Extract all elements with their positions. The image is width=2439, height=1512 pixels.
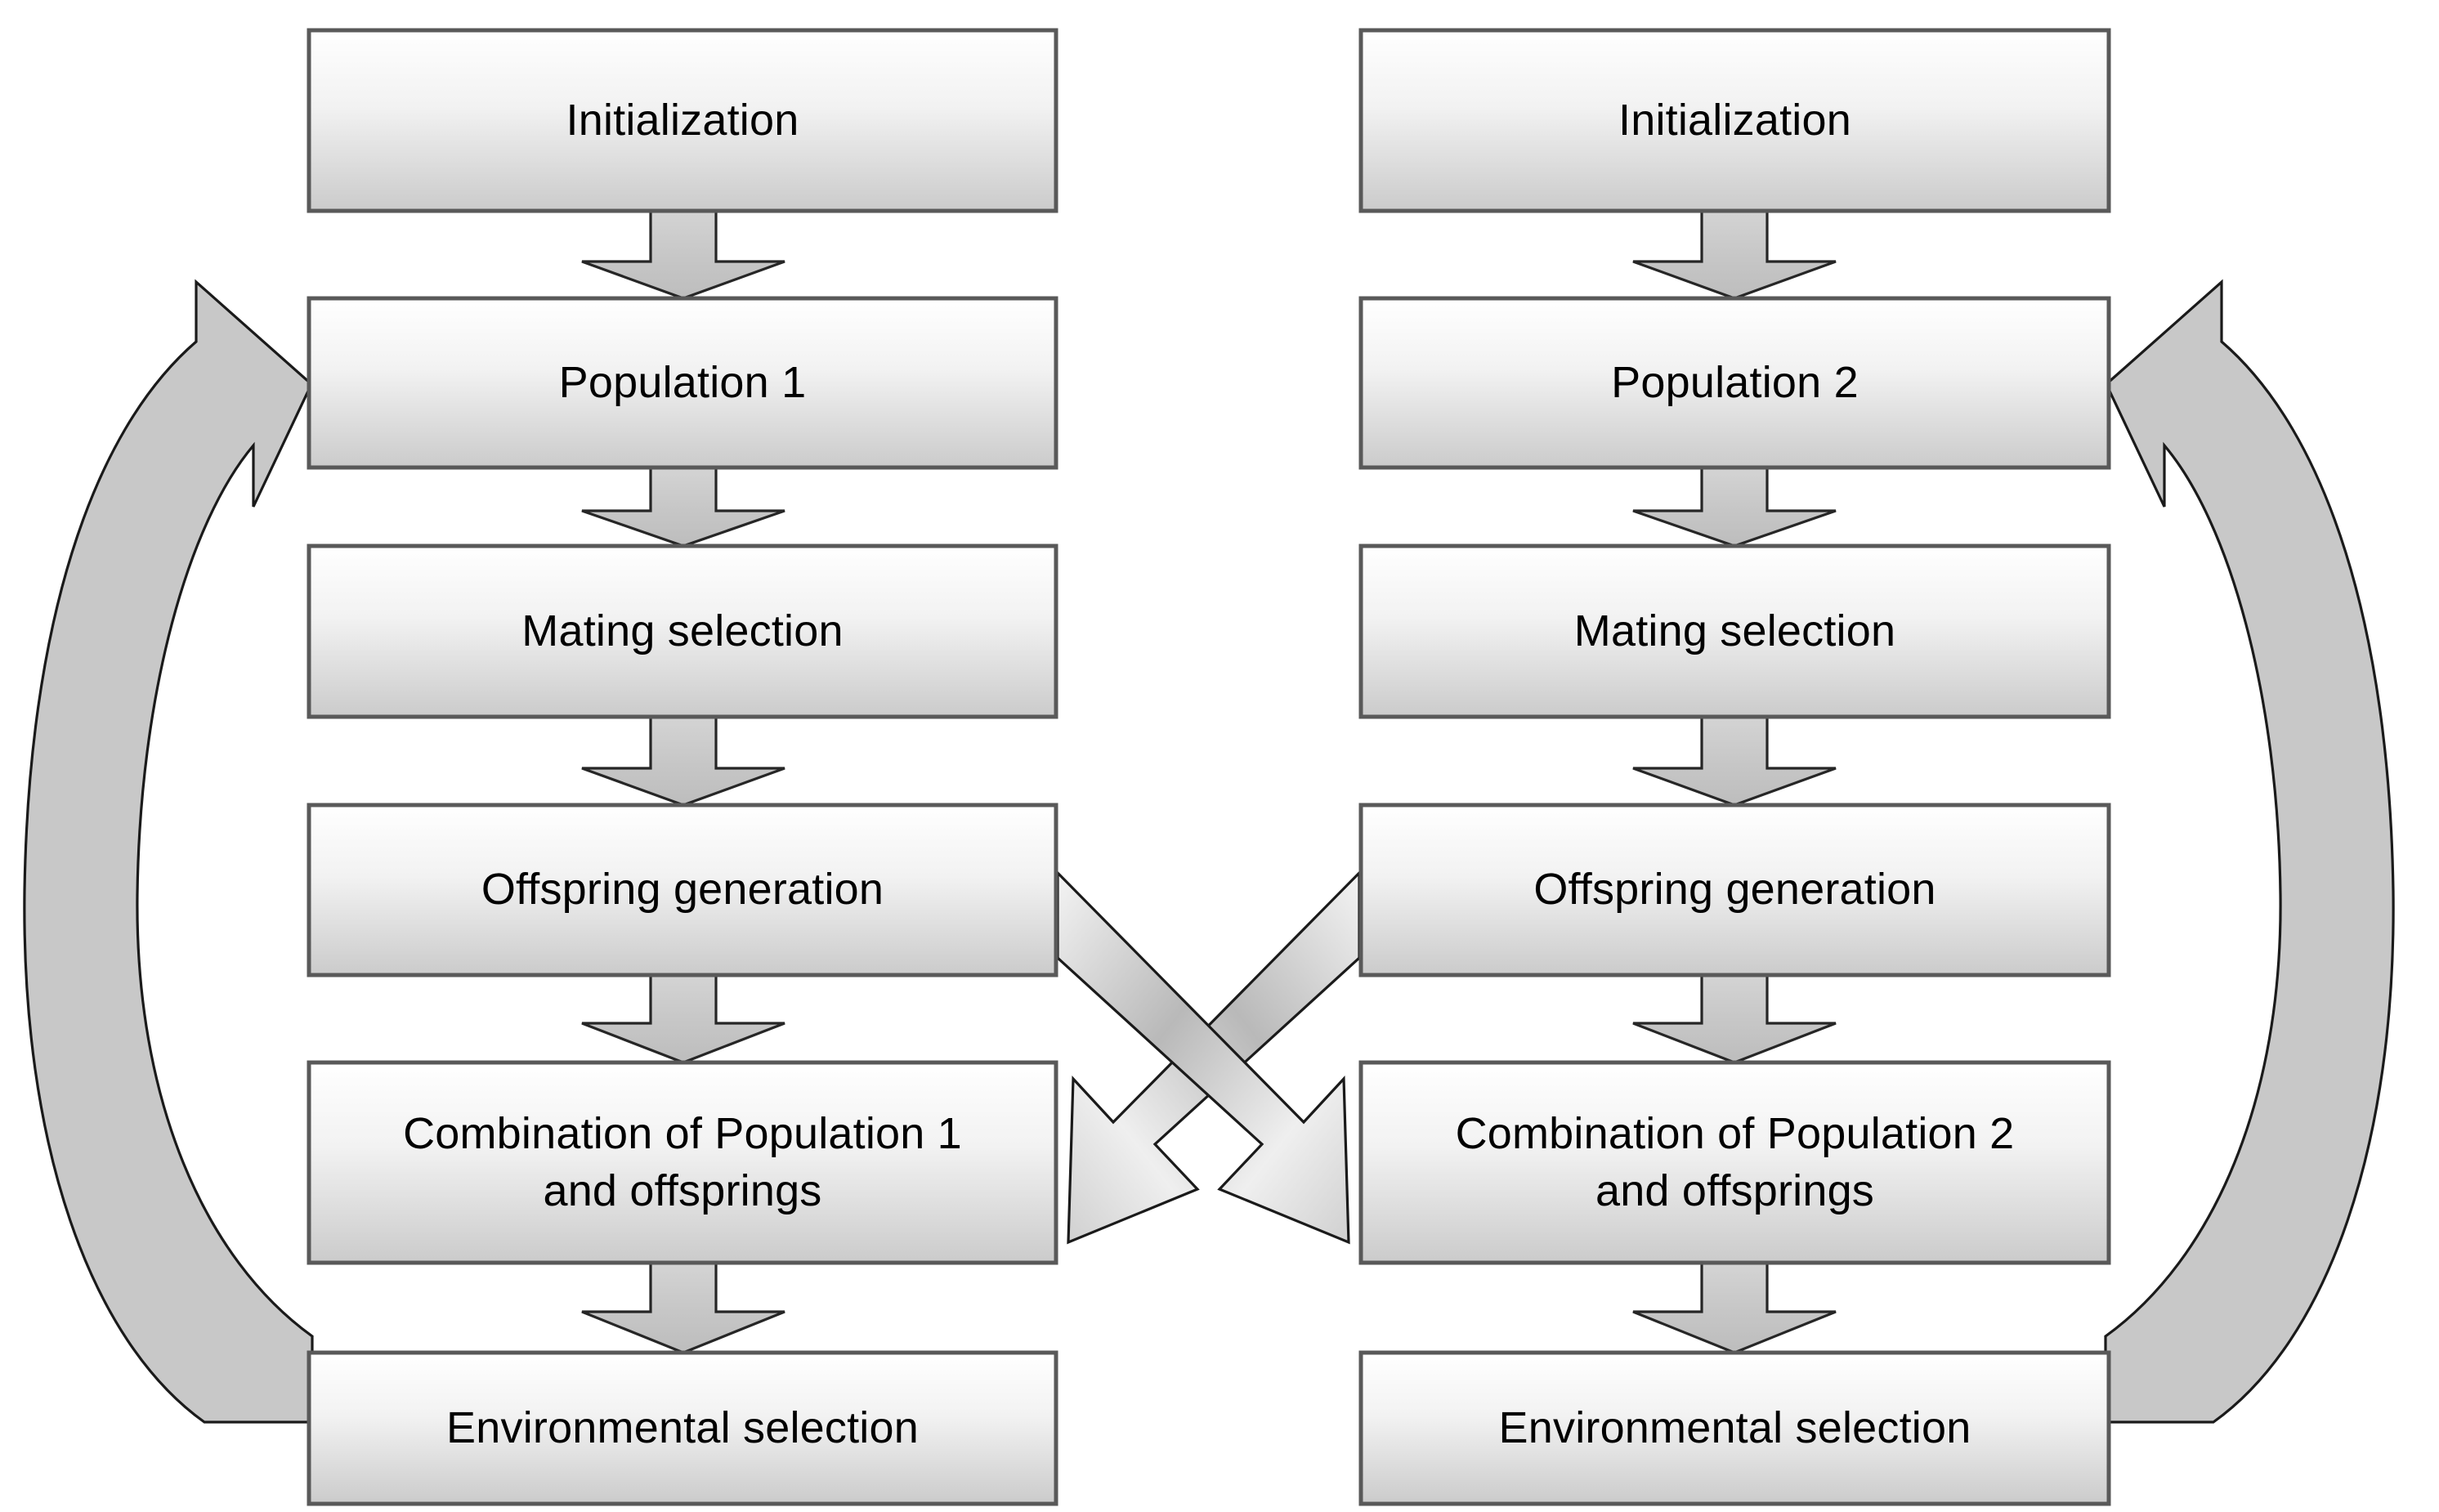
box-population-1[interactable]	[307, 296, 1058, 470]
box-combination-2[interactable]	[1358, 1060, 2111, 1265]
box-environmental-1[interactable]	[307, 1350, 1058, 1506]
box-init-1[interactable]	[307, 28, 1058, 213]
box-combination-1[interactable]	[307, 1060, 1058, 1265]
arrow-pop1-to-mating1	[581, 466, 785, 548]
arrow-comb2-to-env2	[1632, 1261, 1837, 1354]
arrow-offspring1-to-comb1	[581, 973, 785, 1064]
arrow-init2-to-pop2	[1632, 209, 1837, 300]
arrow-mating1-to-offspring1	[581, 715, 785, 807]
arrow-offspring1-to-comb2	[1056, 870, 1350, 1245]
arrow-offspring2-to-comb2	[1632, 973, 1837, 1064]
arrow-env2-to-pop2	[2104, 279, 2395, 1424]
arrow-env1-to-pop1	[23, 279, 314, 1424]
arrow-mating2-to-offspring2	[1632, 715, 1837, 807]
box-init-2[interactable]	[1358, 28, 2111, 213]
box-mating-2[interactable]	[1358, 544, 2111, 719]
box-mating-1[interactable]	[307, 544, 1058, 719]
box-offspring-2[interactable]	[1358, 803, 2111, 977]
box-environmental-2[interactable]	[1358, 1350, 2111, 1506]
arrow-init1-to-pop1	[581, 209, 785, 300]
arrow-pop2-to-mating2	[1632, 466, 1837, 548]
arrow-comb1-to-env1	[581, 1261, 785, 1354]
box-offspring-1[interactable]	[307, 803, 1058, 977]
box-population-2[interactable]	[1358, 296, 2111, 470]
